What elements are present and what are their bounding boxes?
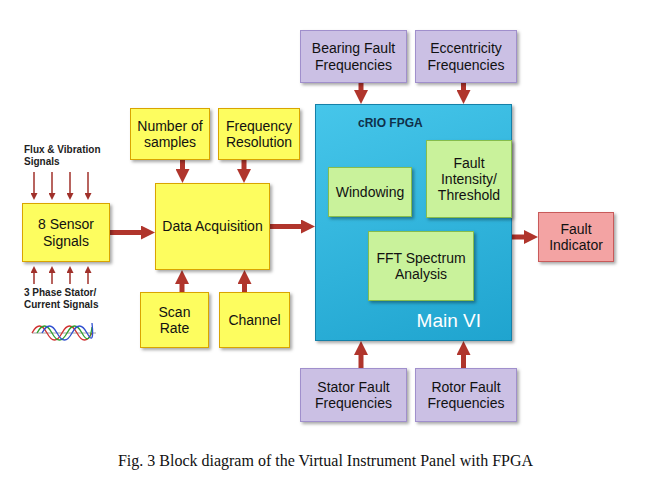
process-box: Data Acquisition bbox=[155, 183, 270, 270]
box-label: Data Acquisition bbox=[162, 218, 262, 234]
figure-caption: Fig. 3 Block diagram of the Virtual Inst… bbox=[118, 452, 533, 470]
process-box: Fault Intensity/ Threshold bbox=[426, 140, 512, 218]
process-box: FFT Spectrum Analysis bbox=[368, 231, 474, 301]
flow-arrow bbox=[110, 230, 146, 235]
parameter-box: Channel bbox=[219, 292, 290, 348]
frequency-box: Rotor Fault Frequencies bbox=[415, 368, 517, 422]
process-box: Windowing bbox=[328, 167, 412, 217]
flow-arrow bbox=[242, 279, 247, 292]
box-label: 8 Sensor Signals bbox=[28, 216, 104, 248]
parameter-box: Scan Rate bbox=[140, 292, 209, 348]
box-label: Channel bbox=[228, 312, 280, 328]
output-box: Fault Indicator bbox=[538, 212, 614, 262]
frequency-box: Stator Fault Frequencies bbox=[300, 368, 407, 422]
three-phase-wave bbox=[32, 323, 96, 340]
box-label: Stator Fault Frequencies bbox=[306, 379, 401, 411]
flow-arrow bbox=[270, 224, 306, 229]
frequency-box: Eccentricity Frequencies bbox=[415, 30, 517, 83]
fpga-panel: cRIO FPGA Main VI Windowing Fault Intensity… bbox=[315, 104, 512, 341]
box-label: Scan Rate bbox=[146, 304, 203, 336]
flow-arrow bbox=[180, 160, 185, 174]
flow-arrow bbox=[461, 350, 466, 368]
box-label: Frequency Resolution bbox=[224, 118, 294, 150]
box-label: Eccentricity Frequencies bbox=[421, 40, 511, 72]
box-label: Fault Intensity/ Threshold bbox=[432, 155, 506, 203]
parameter-box: Frequency Resolution bbox=[218, 108, 300, 160]
input-box: 8 Sensor Signals bbox=[22, 203, 110, 262]
parameter-box: Number of samples bbox=[130, 108, 210, 160]
flow-arrow bbox=[359, 83, 364, 95]
panel-label: Main VI bbox=[417, 310, 481, 332]
panel-heading: cRIO FPGA bbox=[358, 117, 423, 131]
box-label: Bearing Fault Frequencies bbox=[306, 40, 401, 72]
box-label: Number of samples bbox=[136, 118, 204, 150]
signal-label: Flux & Vibration Signals bbox=[24, 144, 114, 167]
box-label: FFT Spectrum Analysis bbox=[374, 250, 468, 282]
flow-arrow bbox=[512, 235, 529, 240]
box-label: Rotor Fault Frequencies bbox=[421, 379, 511, 411]
flow-arrow bbox=[242, 160, 247, 174]
box-label: Fault Indicator bbox=[544, 221, 608, 253]
flow-arrow bbox=[359, 350, 364, 368]
flow-arrow bbox=[180, 279, 185, 292]
frequency-box: Bearing Fault Frequencies bbox=[300, 30, 407, 83]
signal-label: 3 Phase Stator/ Current Signals bbox=[24, 287, 114, 310]
flow-arrow bbox=[461, 83, 466, 95]
box-label: Windowing bbox=[336, 184, 404, 200]
